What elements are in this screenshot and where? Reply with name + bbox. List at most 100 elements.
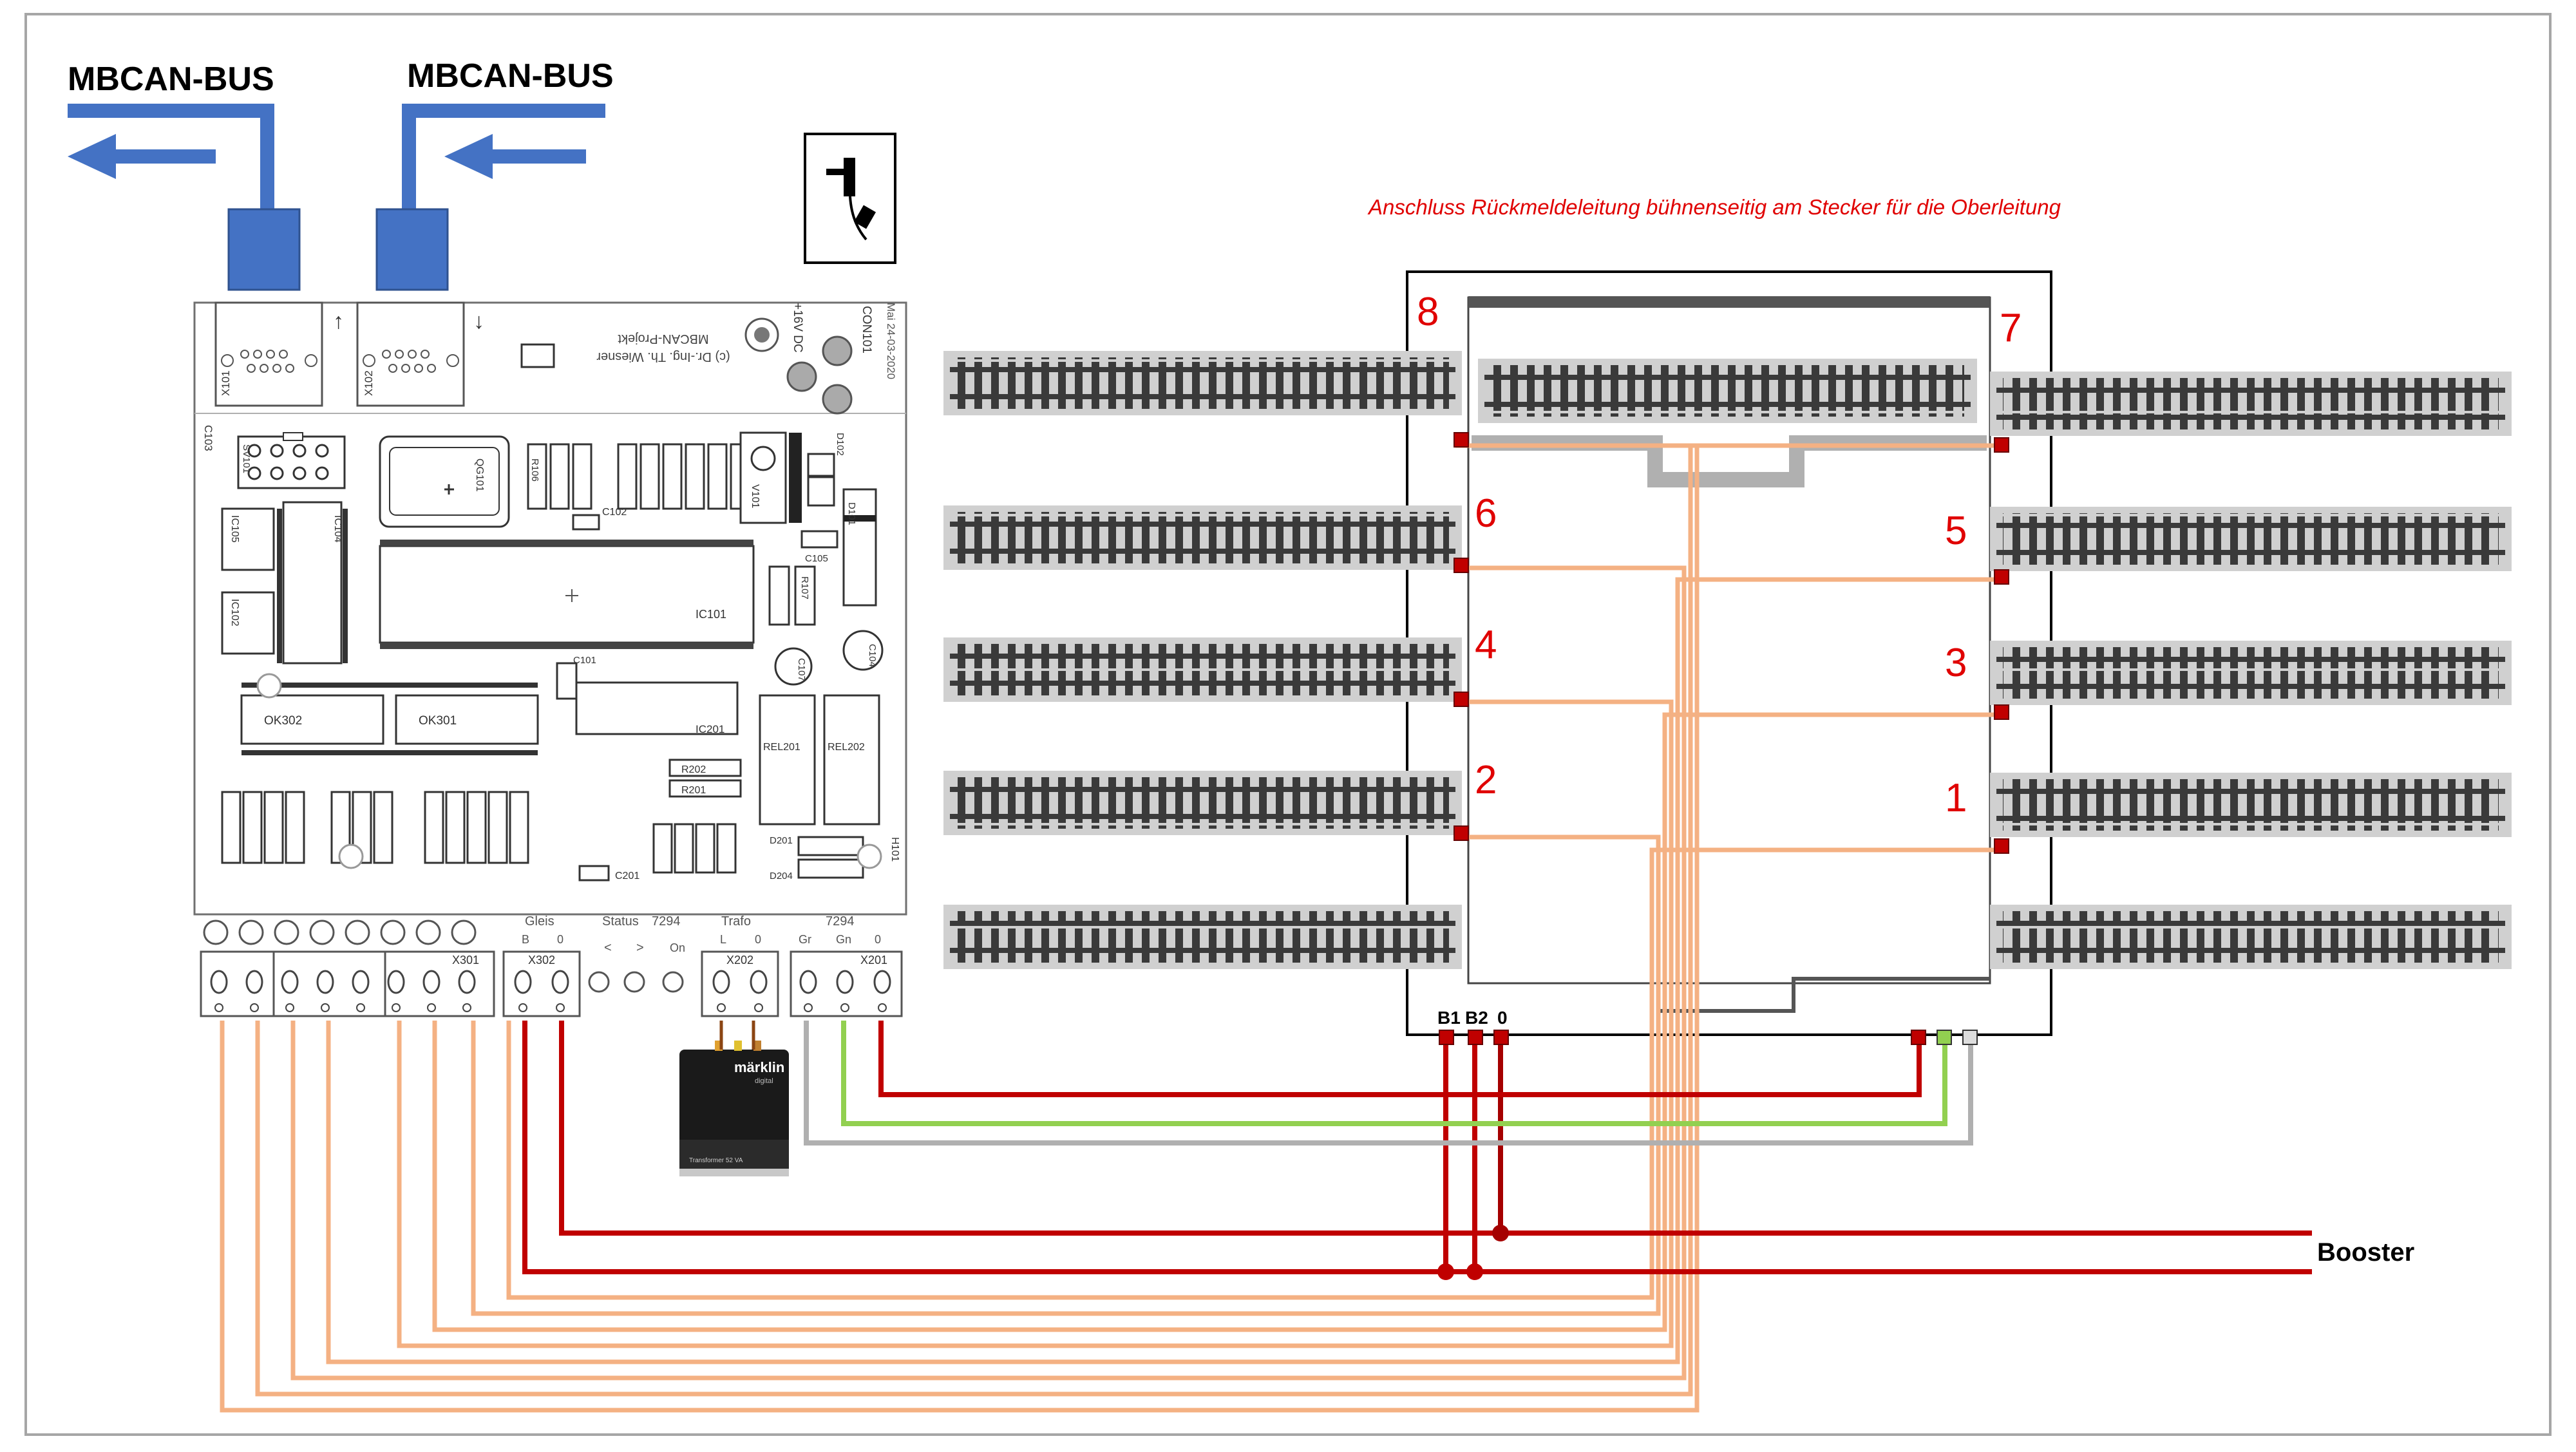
screw-terminals-top bbox=[786, 335, 853, 415]
track-rail-lower bbox=[950, 948, 1455, 953]
outer-frame bbox=[24, 13, 2552, 1436]
term-label-zero-7294: 0 bbox=[875, 933, 881, 946]
diode-array-bottom bbox=[221, 791, 737, 874]
screw-head bbox=[750, 970, 768, 994]
ic-ic102: IC102 bbox=[221, 591, 275, 655]
term-label-b: B bbox=[522, 933, 529, 946]
screw-3 bbox=[281, 970, 299, 1012]
track-stub-3 bbox=[943, 637, 1462, 702]
screw-wire-entry bbox=[840, 1003, 849, 1012]
feedback-wire-1 bbox=[220, 443, 1700, 1413]
controller-board: X101 ↑ X102 ↓ MBCAN-Projekt (c) Dr.-Ing.… bbox=[193, 301, 907, 1017]
power-jack bbox=[744, 317, 779, 352]
screw-head bbox=[836, 970, 854, 994]
track-stub-2 bbox=[943, 505, 1462, 570]
cap-c105 bbox=[800, 530, 838, 549]
screw-5 bbox=[352, 970, 370, 1012]
plug-label-b2: B2 bbox=[1465, 1008, 1488, 1028]
screw-wire-entry bbox=[356, 1003, 365, 1012]
track-stub-7 bbox=[1990, 372, 2512, 436]
term-label-zero-trafo: 0 bbox=[755, 933, 761, 946]
track-rail-lower bbox=[1996, 816, 2505, 821]
track-rail-lower bbox=[950, 394, 1455, 399]
track-stub-8 bbox=[1990, 507, 2512, 571]
relay-rel201: REL201 bbox=[759, 694, 816, 825]
screw-8 bbox=[458, 970, 476, 1012]
bus-right-wire bbox=[402, 104, 605, 212]
label-r107: R107 bbox=[799, 576, 810, 599]
arrow-in-silk: ↑ bbox=[333, 309, 344, 334]
contact-1 bbox=[1454, 432, 1469, 448]
label-x102: X102 bbox=[363, 370, 375, 396]
label-x202: X202 bbox=[726, 954, 753, 966]
ic-ic101: IC101 bbox=[379, 540, 755, 649]
term-header-trafo: Trafo bbox=[721, 914, 751, 929]
track-rail-upper bbox=[950, 367, 1455, 372]
screw-wire-entry bbox=[214, 1003, 223, 1012]
transformer-model: Transformer 52 VA bbox=[689, 1157, 743, 1164]
track-stub-9 bbox=[1990, 641, 2512, 705]
relay-rel202: REL202 bbox=[823, 694, 880, 825]
feedback-wire-2 bbox=[255, 443, 1996, 1397]
track-rail-lower bbox=[1996, 948, 2505, 953]
bus-right: MBCAN-BUS bbox=[375, 57, 614, 291]
track-rail-lower bbox=[1996, 684, 2505, 689]
screw-13 bbox=[799, 970, 817, 1012]
led-row bbox=[203, 919, 477, 945]
screw-head bbox=[873, 970, 891, 994]
label-c105: C105 bbox=[805, 553, 828, 564]
track-rail-upper bbox=[950, 787, 1455, 792]
label-r202: R202 bbox=[681, 764, 706, 775]
screw-wire-entry bbox=[392, 1003, 401, 1012]
track-sleepers bbox=[956, 357, 1449, 409]
term-header-status: Status bbox=[602, 914, 639, 929]
track-stub-10 bbox=[1990, 773, 2512, 837]
term-label-on: On bbox=[670, 941, 685, 954]
label-x101: X101 bbox=[220, 370, 232, 396]
bus-right-shaft bbox=[489, 149, 586, 164]
track-number-7: 7 bbox=[2000, 306, 2022, 350]
resistors-r201-r202: R202 R201 bbox=[668, 759, 742, 798]
track-sleepers bbox=[2003, 647, 2499, 699]
cap-c102 bbox=[572, 514, 600, 531]
label-c107: C107 bbox=[796, 658, 807, 681]
track-rail-upper bbox=[950, 921, 1455, 926]
screw-7 bbox=[422, 970, 440, 1012]
screw-1 bbox=[210, 970, 228, 1012]
dip-switch bbox=[520, 343, 555, 368]
diodes-d201-d204: D201 D204 bbox=[770, 835, 864, 882]
caption: Anschluss Rückmeldeleitung bühnenseitig … bbox=[1367, 195, 2061, 219]
label-ic102: IC102 bbox=[229, 599, 240, 627]
feedback-wire-4 bbox=[326, 577, 1996, 1364]
screw-head bbox=[422, 970, 440, 994]
transformer-brand: märklin bbox=[734, 1059, 784, 1075]
feedback-wire-6 bbox=[432, 712, 1996, 1332]
ic-ic105: IC105 bbox=[221, 507, 275, 571]
contact-green bbox=[1937, 1030, 1952, 1045]
screw-head bbox=[210, 970, 228, 994]
cap-c201: C201 bbox=[578, 865, 639, 882]
track-rail-upper bbox=[1996, 789, 2505, 794]
label-d204: D204 bbox=[770, 871, 793, 882]
term-header-gleis: Gleis bbox=[525, 914, 554, 929]
screw-wire-entry bbox=[518, 1003, 527, 1012]
bus-left-wire bbox=[68, 104, 274, 212]
status-screw-holes bbox=[588, 971, 684, 993]
term-header-group-num: 7294 bbox=[826, 914, 855, 929]
screw-wire-entry bbox=[462, 1003, 471, 1012]
junction-node-3 bbox=[1492, 1225, 1509, 1241]
contact-6 bbox=[1994, 704, 2009, 720]
screw-head bbox=[387, 970, 405, 994]
header-sv101: SV101 bbox=[237, 432, 346, 489]
label-x301: X301 bbox=[452, 954, 479, 966]
label-ic105: IC105 bbox=[229, 515, 240, 543]
diode-d101: D101 bbox=[842, 488, 877, 607]
label-c101: C101 bbox=[573, 655, 596, 666]
plug-label-b1: B1 bbox=[1437, 1008, 1461, 1028]
track-number-3: 3 bbox=[1945, 641, 1967, 685]
track-rail-lower bbox=[950, 681, 1455, 686]
turntable-bridge-rail bbox=[1472, 435, 1987, 487]
transformer: märklin digital Transformer 52 VA bbox=[679, 1041, 789, 1176]
contact-8 bbox=[1994, 838, 2009, 854]
